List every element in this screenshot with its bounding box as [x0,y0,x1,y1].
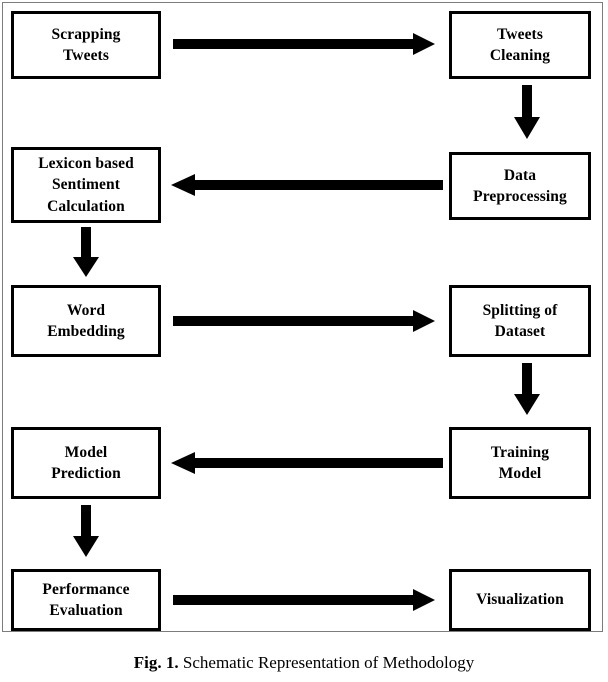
arrow-down-lexicon-to-word-embedding [73,227,99,277]
arrow-right-scrapping-to-cleaning [173,33,435,55]
arrow-right-evaluation-to-visualization [173,589,435,611]
node-label: Lexicon based Sentiment Calculation [38,154,134,215]
arrow-right-word-embedding-to-splitting [173,310,435,332]
node-visualization: Visualization [449,569,591,631]
arrow-left-training-to-prediction [171,452,443,474]
node-label: Model Prediction [51,443,121,482]
figure-caption-label: Fig. 1. [133,653,179,672]
node-training-model: Training Model [449,427,591,499]
node-label: Word Embedding [47,301,125,340]
node-splitting-of-dataset: Splitting of Dataset [449,285,591,357]
diagram-frame: Scrapping Tweets Tweets Cleaning Lexicon… [2,2,603,632]
node-label: Visualization [476,591,564,609]
node-lexicon-based-sentiment-calculation: Lexicon based Sentiment Calculation [11,147,161,223]
node-label: Performance Evaluation [42,580,130,619]
node-label: Training Model [490,443,550,482]
arrow-down-splitting-to-training [514,363,540,415]
node-scrapping-tweets: Scrapping Tweets [11,11,161,79]
arrow-left-preprocessing-to-lexicon [171,174,443,196]
node-label: Splitting of Dataset [482,301,558,340]
arrow-down-cleaning-to-preprocessing [514,85,540,139]
node-data-preprocessing: Data Preprocessing [449,152,591,220]
node-label: Tweets Cleaning [489,25,551,64]
node-word-embedding: Word Embedding [11,285,161,357]
node-tweets-cleaning: Tweets Cleaning [449,11,591,79]
node-label: Scrapping Tweets [51,25,121,64]
figure-caption: Fig. 1. Schematic Representation of Meth… [0,652,608,673]
node-performance-evaluation: Performance Evaluation [11,569,161,631]
figure-caption-text: Schematic Representation of Methodology [178,653,475,672]
node-label: Data Preprocessing [473,166,567,205]
arrow-down-prediction-to-evaluation [73,505,99,557]
node-model-prediction: Model Prediction [11,427,161,499]
